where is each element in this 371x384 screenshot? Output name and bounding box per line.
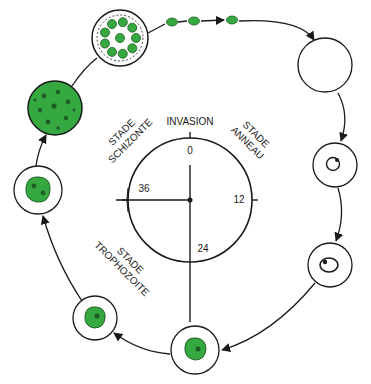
stage-ray (189, 200, 190, 322)
red-cell (298, 38, 352, 92)
hour-number: 0 (187, 145, 193, 157)
stage-ray (116, 199, 190, 200)
trophozoite-cell (171, 326, 219, 374)
stage-label: STADE ANNEAU (229, 115, 275, 161)
clock-hand (189, 165, 190, 200)
schizont-cell (14, 166, 62, 214)
trophozoite-cell (73, 296, 117, 340)
hour-number: 36 (138, 183, 149, 195)
merozoite (167, 16, 238, 26)
stage-label: STADE TROPHOZOITE (92, 230, 159, 297)
schizont-cell (28, 81, 82, 135)
stage-label: INVASION (166, 116, 213, 128)
rosette-schizont (92, 10, 148, 66)
cycle-arrow (36, 20, 345, 354)
ring-stage-cell (308, 243, 352, 287)
hour-number: 24 (197, 243, 208, 255)
clock-dial (116, 132, 258, 322)
hour-number: 12 (233, 194, 244, 206)
ring-stage-cell (313, 143, 357, 187)
stage-label: STADE SCHIZONTE (97, 107, 154, 164)
